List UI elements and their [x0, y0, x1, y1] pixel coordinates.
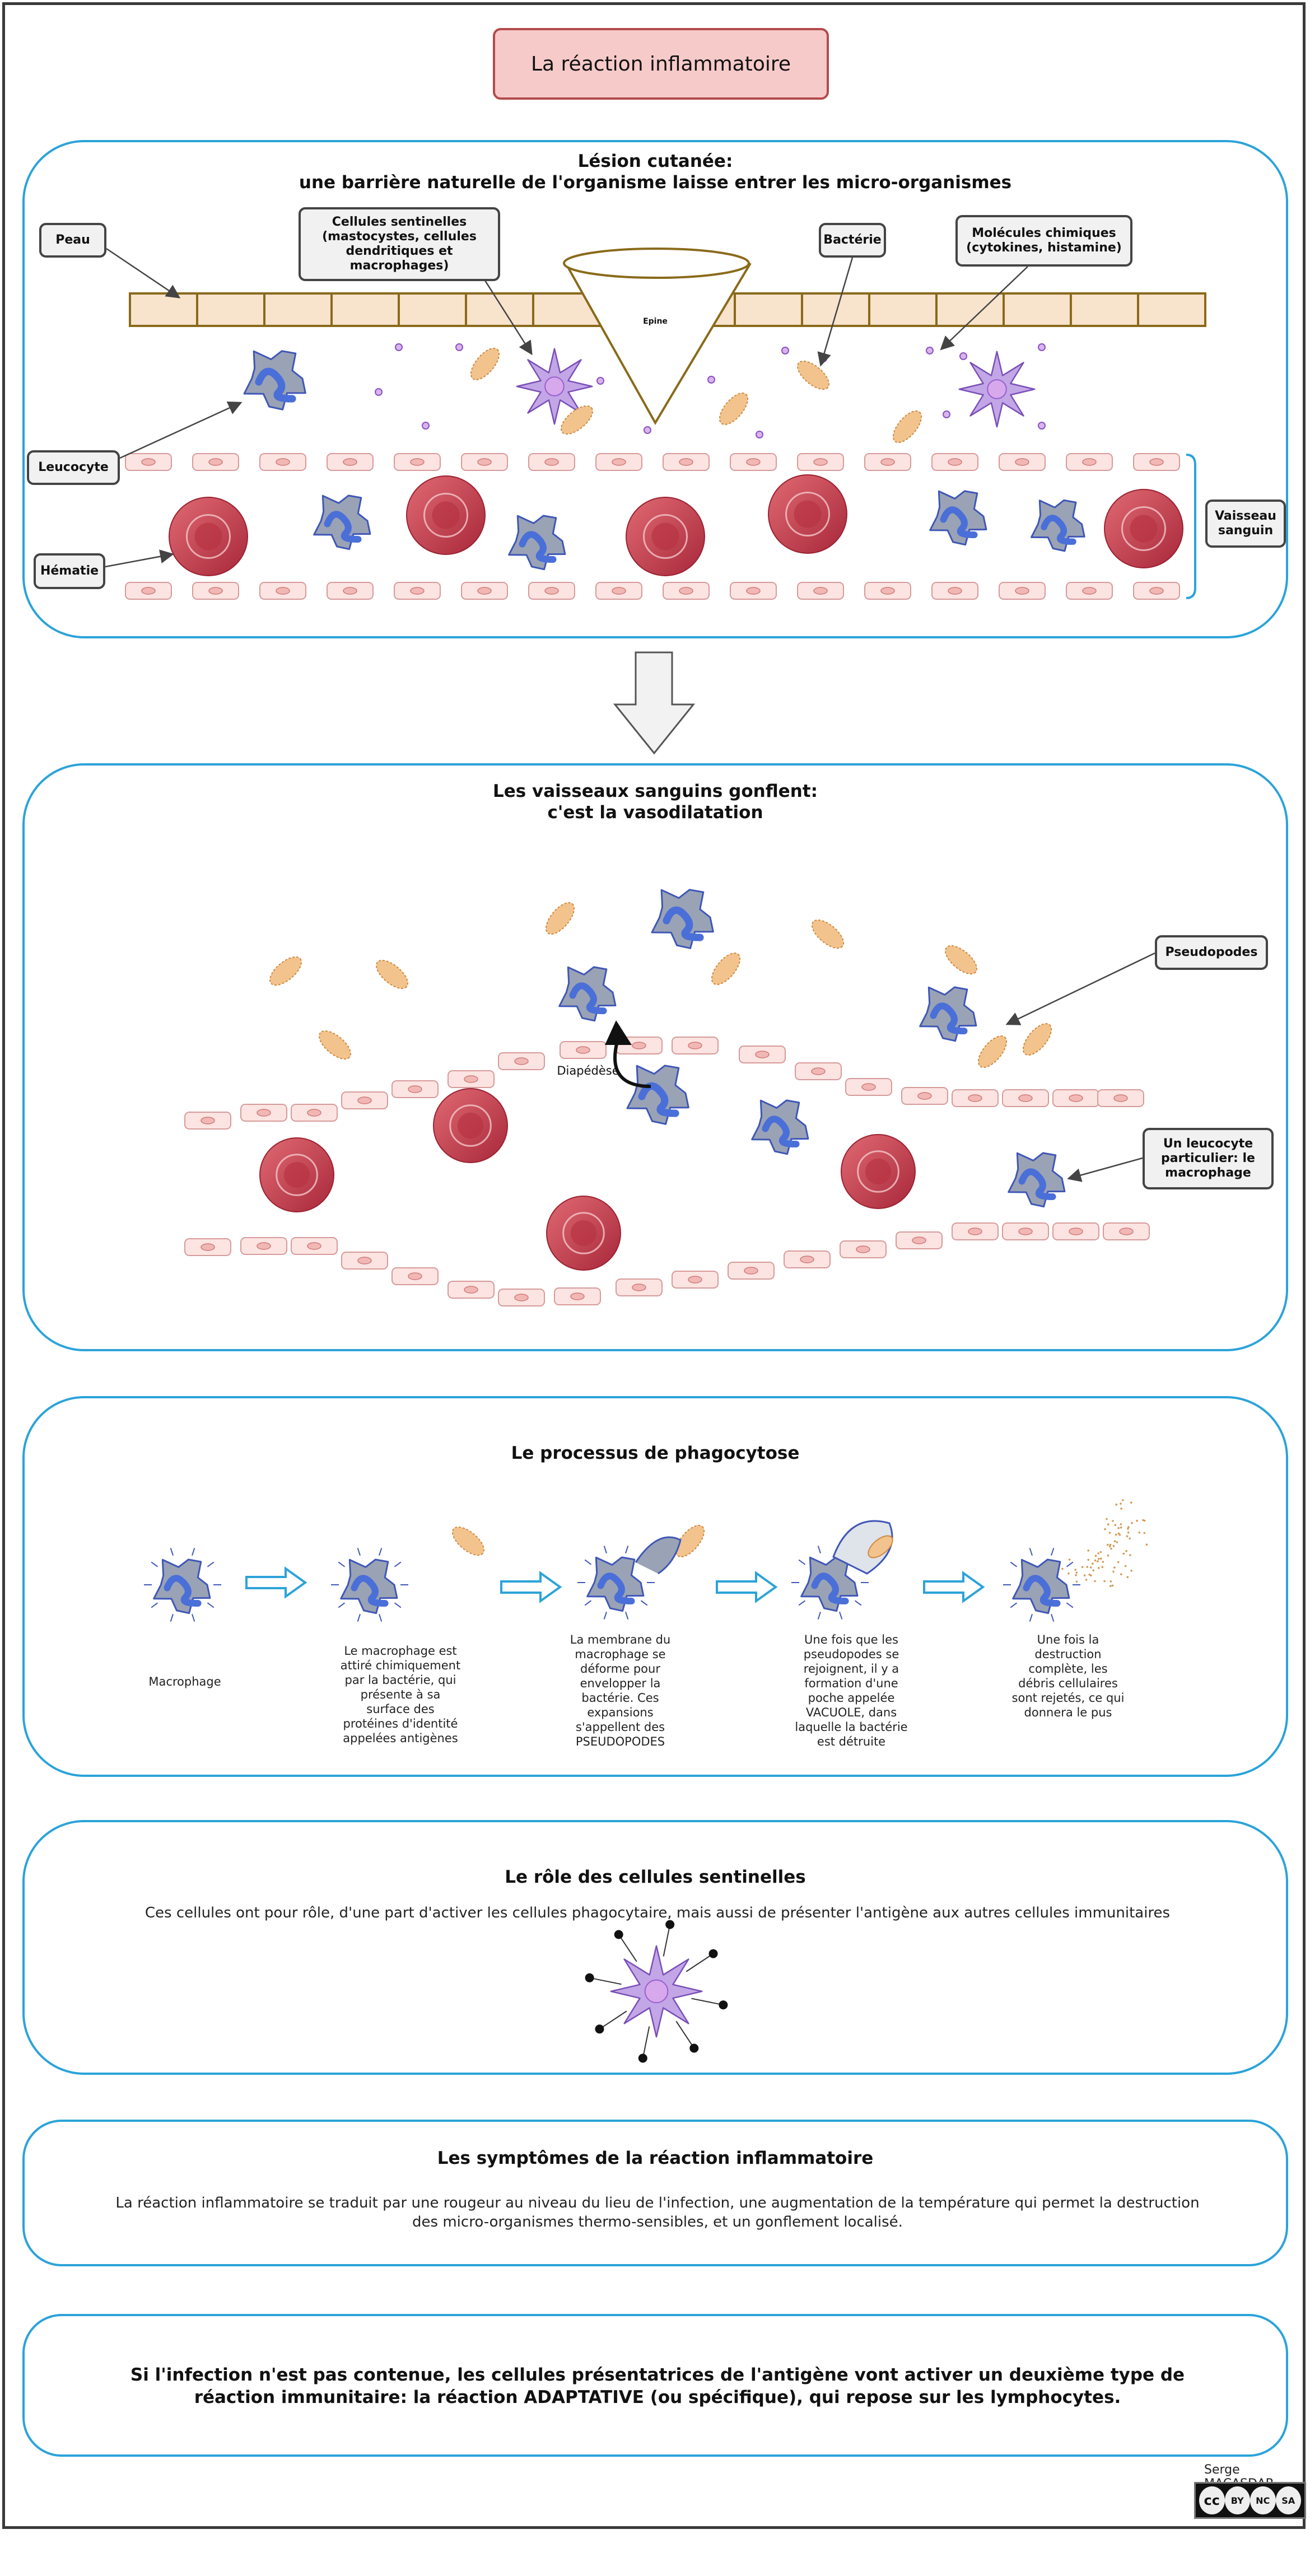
panel-symptoms: Les symptômes de la réaction inflammatoi…	[22, 2120, 1288, 2266]
step-caption-3: La membrane du macrophage se déforme pou…	[560, 1632, 680, 1749]
label-diapedesis: Diapédèse	[546, 1064, 630, 1077]
panel-vasodilatation: Les vaisseaux sanguins gonflent: c'est l…	[22, 763, 1288, 1351]
panel5-title: Les symptômes de la réaction inflammatoi…	[25, 2147, 1286, 2169]
label-red-blood-cell: Hématie	[34, 553, 105, 589]
nc-icon: NC	[1250, 2486, 1276, 2514]
panel3-title: Le processus de phagocytose	[25, 1442, 1286, 1464]
panel2-title-line1: Les vaisseaux sanguins gonflent:	[25, 780, 1286, 802]
label-sentinel-cells: Cellules sentinelles (mastocystes, cellu…	[299, 207, 500, 281]
panel-sentinel-role: Le rôle des cellules sentinelles Ces cel…	[22, 1820, 1288, 2075]
sa-icon: SA	[1276, 2486, 1302, 2514]
step-caption-4: Une fois que les pseudopodes se rejoigne…	[792, 1632, 910, 1749]
step-caption-5: Une fois la destruction complète, les dé…	[1009, 1632, 1127, 1720]
label-blood-vessel: Vaisseau sanguin	[1205, 500, 1286, 548]
panel5-text: La réaction inflammatoire se traduit par…	[103, 2194, 1212, 2232]
label-bacteria: Bactérie	[819, 223, 886, 258]
panel2-title-line2: c'est la vasodilatation	[25, 801, 1286, 824]
panel1-title-line2: une barrière naturelle de l'organisme la…	[25, 171, 1286, 194]
panel1-title-line1: Lésion cutanée:	[25, 150, 1286, 172]
main-title: La réaction inflammatoire	[493, 28, 829, 100]
cc-icon: cc	[1199, 2486, 1225, 2514]
license-badge: cc BY NC SA	[1194, 2482, 1306, 2519]
label-skin: Peau	[39, 223, 106, 258]
panel4-text: Ces cellules ont pour rôle, d'une part d…	[47, 1903, 1268, 1922]
panel4-title: Le rôle des cellules sentinelles	[25, 1866, 1286, 1888]
label-leukocyte: Leucocyte	[27, 450, 120, 485]
panel6-text: Si l'infection n'est pas contenue, les c…	[92, 2364, 1223, 2409]
label-pseudopods: Pseudopodes	[1155, 935, 1268, 970]
panel-adaptive: Si l'infection n'est pas contenue, les c…	[22, 2314, 1288, 2457]
step-caption-1: Macrophage	[118, 1674, 252, 1689]
label-macrophage: Un leucocyte particulier: le macrophage	[1143, 1128, 1274, 1189]
label-chemicals: Molécules chimiques (cytokines, histamin…	[955, 215, 1132, 267]
label-thorn: Epine	[616, 317, 694, 326]
by-icon: BY	[1225, 2486, 1251, 2514]
step-caption-2: Le macrophage est attiré chimiquement pa…	[339, 1644, 462, 1746]
